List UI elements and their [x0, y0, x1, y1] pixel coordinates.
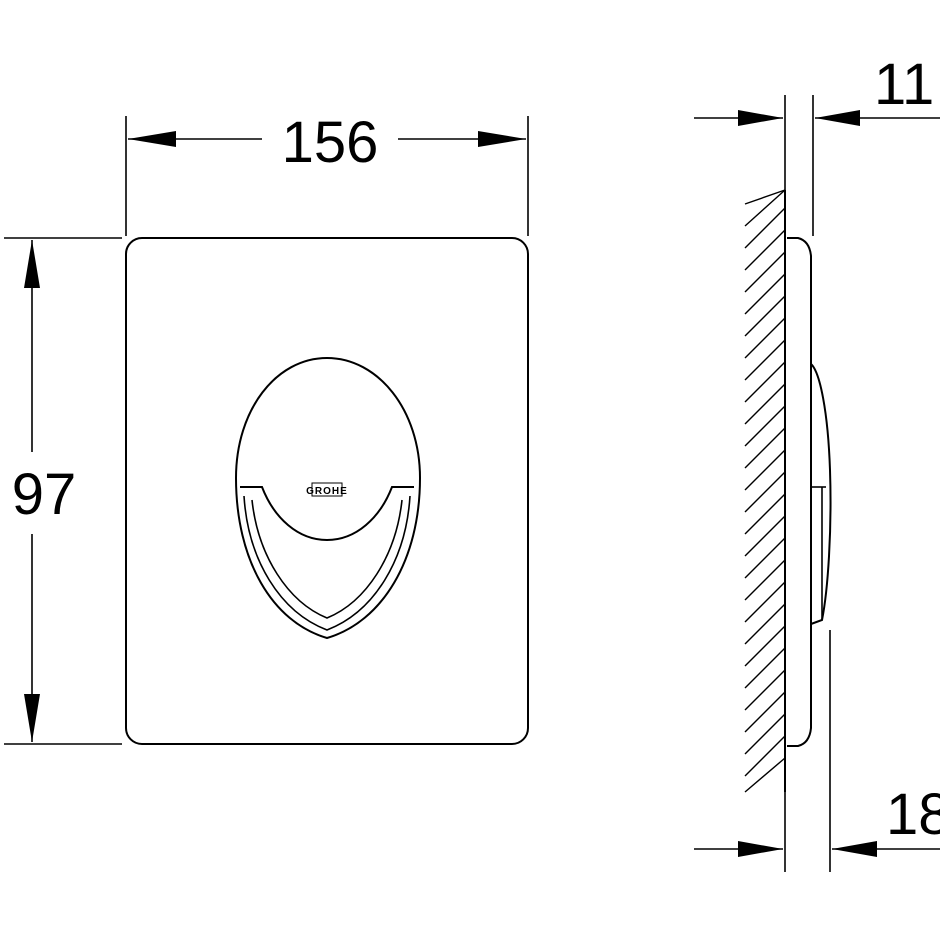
wall-hatch-line: [744, 669, 786, 711]
front-view: GROHE 156 97: [4, 110, 529, 745]
brand-logo-text: GROHE: [306, 486, 348, 497]
wall-hatch-line: [744, 537, 786, 579]
flush-button-split: [240, 486, 414, 542]
wall-hatch-line: [744, 471, 786, 513]
wall-hatch-line: [744, 383, 786, 425]
wall-hatch-line: [744, 691, 786, 733]
wall-hatch-line: [744, 603, 786, 645]
wall-hatch-line: [744, 493, 786, 535]
flush-button-inner-contour-2: [251, 499, 403, 619]
wall-hatching: [744, 189, 786, 793]
button-side-profile: [810, 363, 832, 625]
width-arrow-right: [478, 131, 526, 147]
wall-hatch-line: [744, 189, 786, 205]
wall-hatch-line: [744, 735, 786, 777]
wall-hatch-line: [744, 559, 786, 601]
wall-hatch-line: [744, 189, 786, 227]
dimension-offset-bottom-label: 18: [886, 782, 940, 847]
offset-top-arrow-left: [738, 110, 783, 126]
wall-hatch-line: [744, 581, 786, 623]
height-arrow-top: [24, 240, 40, 288]
wall-hatch-line: [744, 361, 786, 403]
wall-hatch-line: [744, 449, 786, 491]
wall-hatch-line: [744, 427, 786, 469]
wall-hatch-line: [744, 317, 786, 359]
wall-hatch-line: [744, 339, 786, 381]
dimension-width-label: 156: [282, 110, 379, 175]
wall-hatch-line: [744, 405, 786, 447]
dimension-height-label: 97: [12, 462, 77, 527]
wall-hatch-line: [744, 295, 786, 337]
flush-button-oval: [234, 356, 422, 640]
wall-hatch-line: [744, 251, 786, 293]
offset-top-arrow-right: [815, 110, 860, 126]
wall-hatch-line: [744, 273, 786, 315]
wall-hatch-line: [744, 207, 786, 249]
width-arrow-left: [128, 131, 176, 147]
flush-plate-outline: [125, 237, 529, 745]
dimension-offset-top-label: 11: [874, 52, 934, 117]
wall-hatch-line: [744, 647, 786, 689]
flush-button-inner-contour: [243, 495, 411, 631]
offset-bottom-arrow-left: [738, 841, 783, 857]
wall-hatch-line: [744, 757, 786, 793]
wall-hatch-line: [744, 229, 786, 271]
offset-bottom-arrow-right: [832, 841, 877, 857]
plate-side-profile: [787, 237, 812, 747]
wall-hatch-line: [744, 515, 786, 557]
brand-logo-mark: [311, 482, 343, 497]
height-arrow-bottom: [24, 694, 40, 742]
wall-hatch-line: [744, 625, 786, 667]
side-view: 11 18: [694, 52, 940, 872]
wall-hatch-line: [744, 713, 786, 755]
